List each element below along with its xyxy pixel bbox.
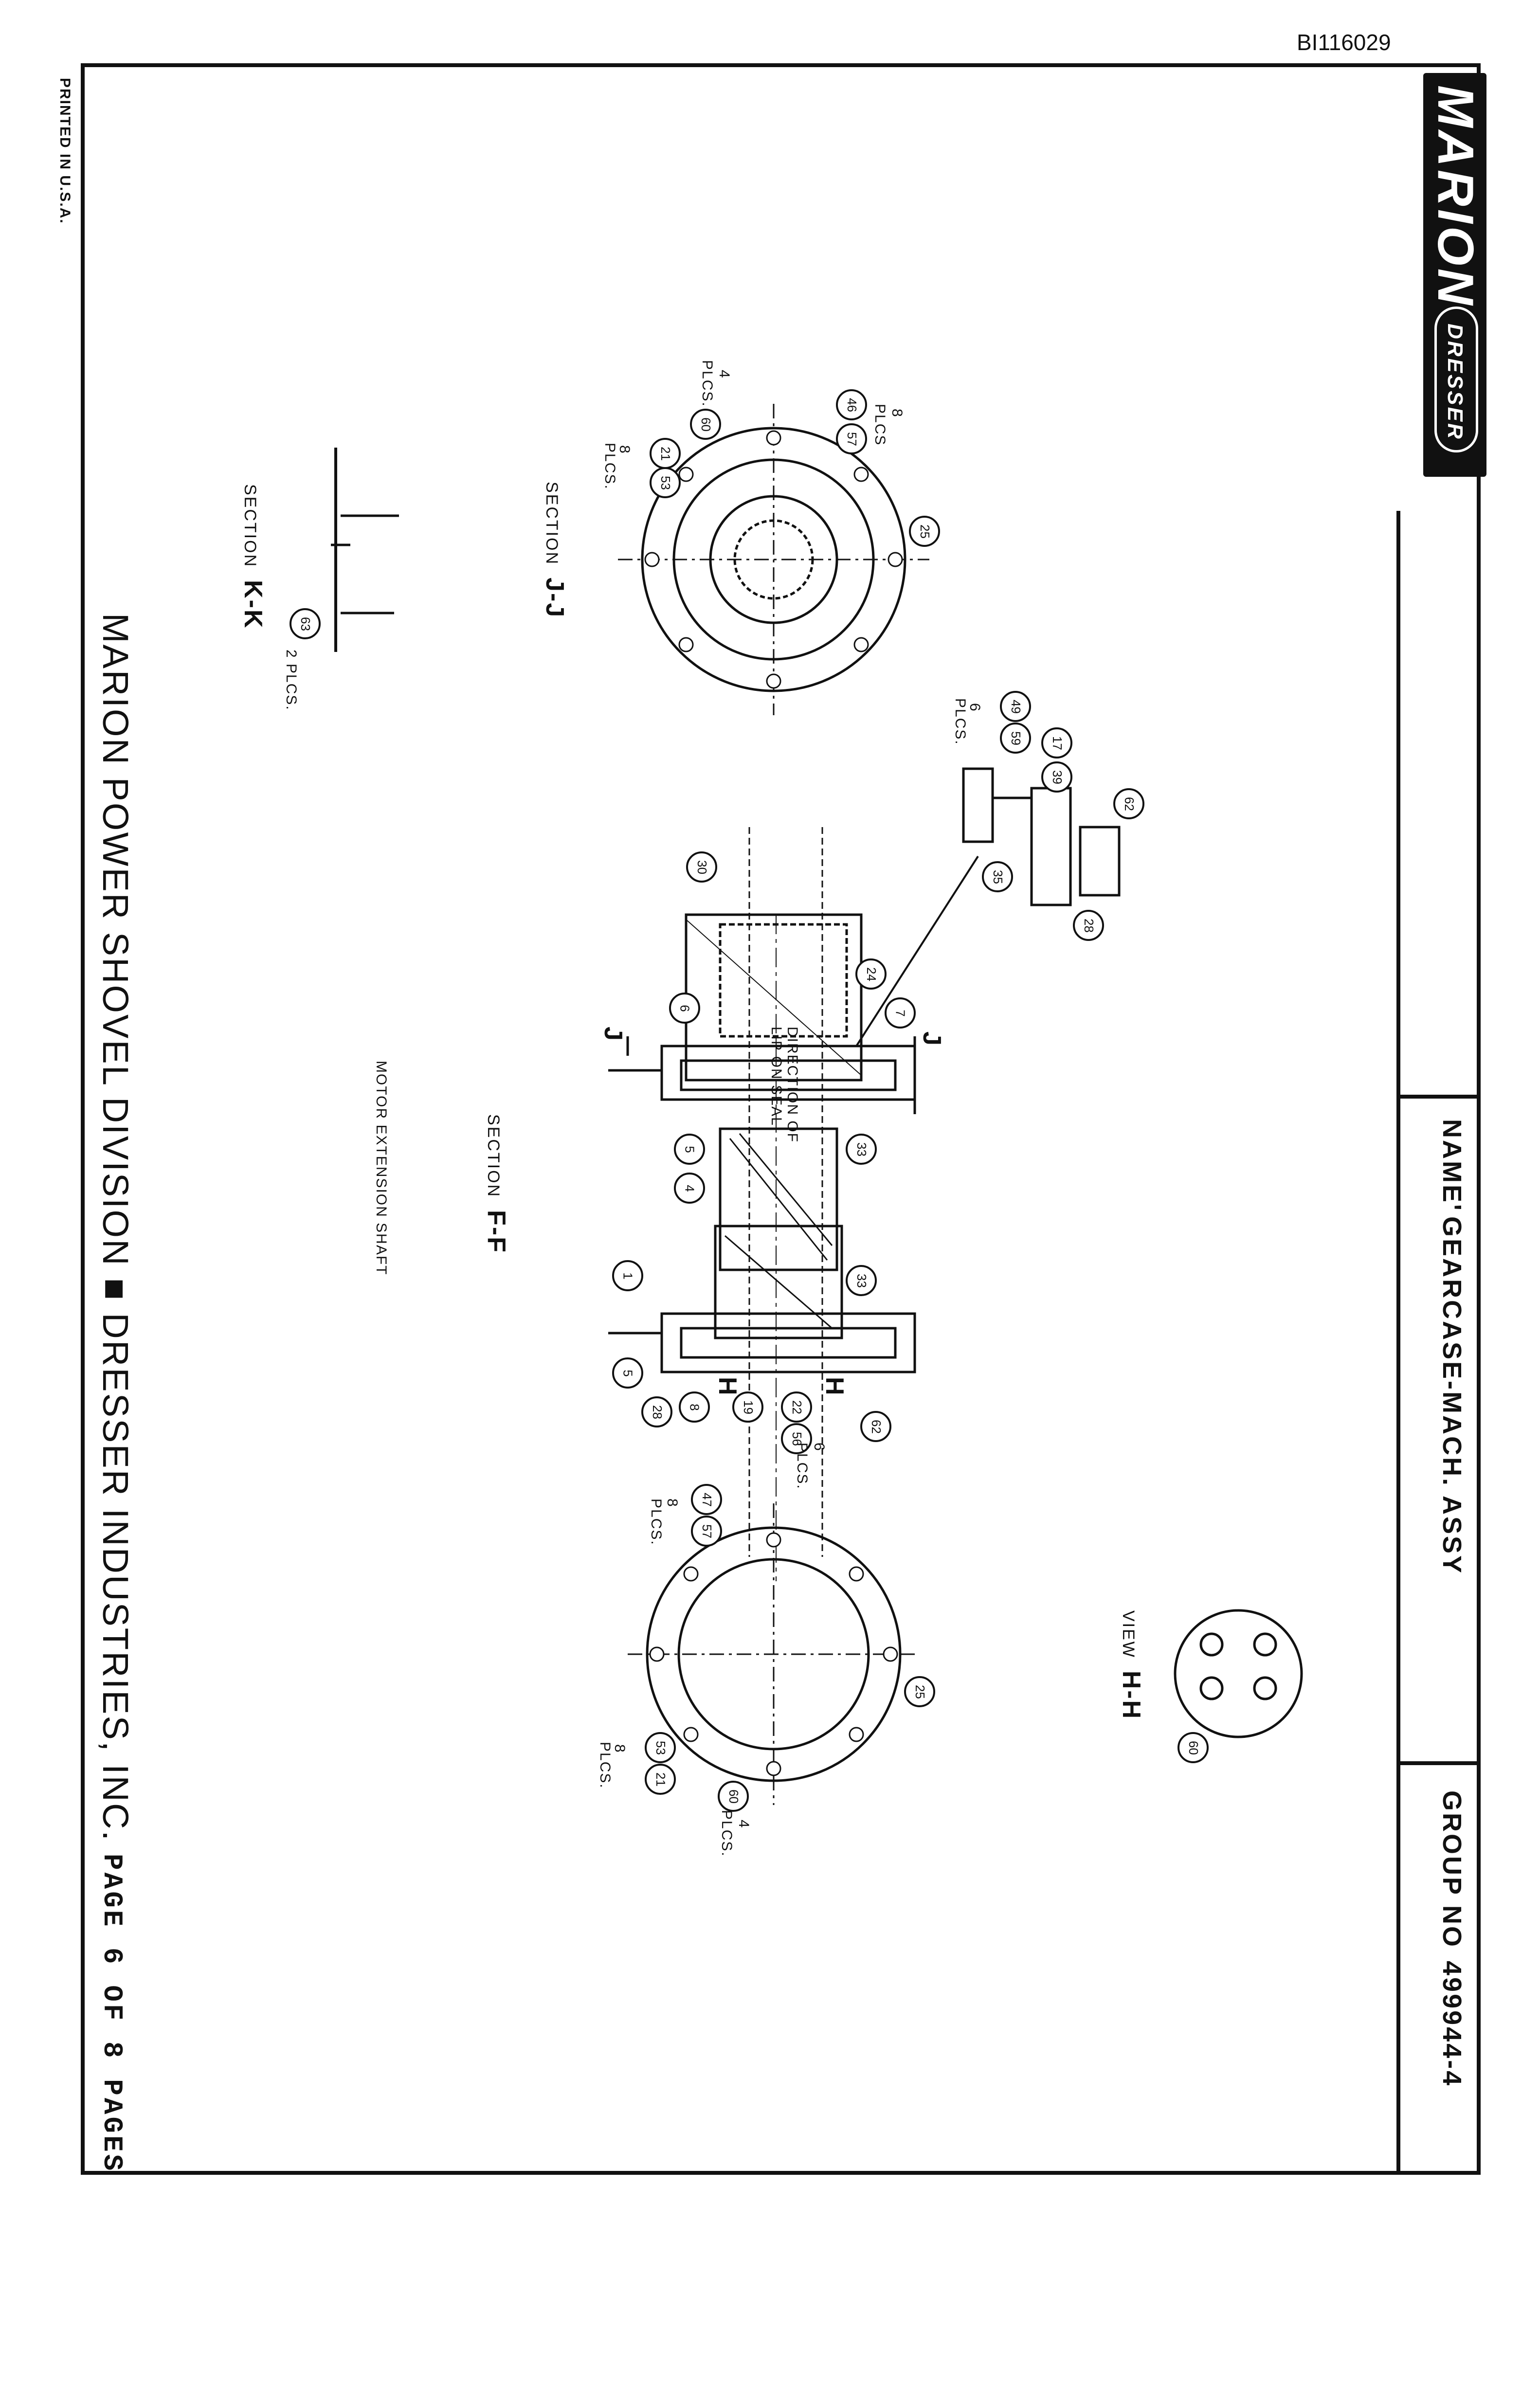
bearing-cover-a [660,1045,916,1101]
callout-59: 59 [1000,722,1031,754]
callout-7: 7 [885,997,916,1029]
motor-extension-shaft-label: MOTOR EXTENSION SHAFT [373,1061,389,1276]
callout-30: 30 [686,851,717,883]
note-6b: 6 [811,1443,827,1452]
callout-8: 8 [679,1391,710,1423]
note-plcs-8b: PLCS. [602,443,618,490]
document-id: BI116029 [1297,30,1391,55]
callout-53b: 53 [645,1732,676,1763]
callout-6: 6 [669,993,700,1024]
callout-28b: 28 [641,1396,672,1427]
bearing-cover-b [660,1312,916,1373]
callout-24: 24 [855,958,887,990]
callout-53: 53 [650,467,681,498]
cut-letter-j: J [918,1031,946,1046]
callout-21: 21 [650,438,681,469]
pinion-a [719,1127,838,1271]
callout-21b: 21 [645,1764,676,1795]
view-hh-circle [1174,1609,1303,1738]
note-plcs-8d: PLCS. [597,1742,613,1789]
direction-of-label: DIRECTION OF [784,1027,800,1143]
callout-25: 25 [909,516,940,547]
callout-5: 5 [674,1134,705,1165]
note-plcs-8c: PLCS. [648,1499,664,1546]
callout-5b: 5 [612,1357,643,1389]
drawing-frame [81,63,1481,2175]
note-6: 6 [967,703,983,712]
note-plcs: PLCS. [699,360,715,407]
callout-33: 33 [846,1134,877,1165]
section-jj-label: SECTION J-J [541,482,569,619]
callout-57: 57 [836,423,867,454]
view-hh-label: VIEW H-H [1117,1610,1145,1720]
callout-49: 49 [1000,691,1031,722]
note-8d: 8 [612,1744,628,1753]
callout-60b: 60 [718,1781,749,1812]
callout-60c: 60 [1178,1732,1209,1763]
section-ff-label: SECTION F-F [482,1114,510,1254]
title-block [1396,511,1483,2175]
note-8: 8 [889,409,905,418]
cut-letter-h: H [713,1377,742,1395]
note-plcs-6b: PLCS. [794,1443,810,1490]
callout-62: 62 [1113,788,1144,819]
callout-19: 19 [732,1391,763,1423]
callout-1: 1 [612,1260,643,1291]
note-2-plcs: 2 PLCS. [283,650,299,711]
note-plcs-6: PLCS. [952,698,968,745]
title-block-divider [1396,1095,1479,1099]
note-4: 4 [716,370,732,379]
pinion-b [714,1225,843,1339]
callout-56: 56 [781,1423,812,1454]
callout-28: 28 [1073,910,1104,941]
cut-letter-j: J [599,1027,627,1041]
cut-letter-h: H [820,1377,849,1395]
callout-33b: 33 [846,1265,877,1296]
callout-60: 60 [690,409,721,440]
callout-4: 4 [674,1173,705,1204]
callout-57b: 57 [691,1516,722,1547]
callout-39: 39 [1041,761,1072,793]
seal-detail [962,767,994,843]
callout-63: 63 [290,608,321,639]
lip-on-seal-label: LIP ON SEAL [768,1027,784,1126]
title-block-divider [1396,1761,1479,1765]
callout-22: 22 [781,1391,812,1423]
callout-47: 47 [691,1484,722,1515]
note-plcs-4b: PLCS. [719,1810,735,1857]
callout-25b: 25 [904,1676,935,1707]
note-8c: 8 [664,1499,680,1508]
section-kk-label: SECTION K-K [239,484,267,630]
callout-46: 46 [836,389,867,420]
callout-35: 35 [982,861,1013,892]
note-4b: 4 [736,1820,752,1829]
dresser-oval [1434,307,1478,452]
callout-62b: 62 [860,1411,891,1442]
note-plcs-8: PLCS [872,404,888,446]
note-8b: 8 [616,445,633,454]
callout-17: 17 [1041,727,1072,759]
